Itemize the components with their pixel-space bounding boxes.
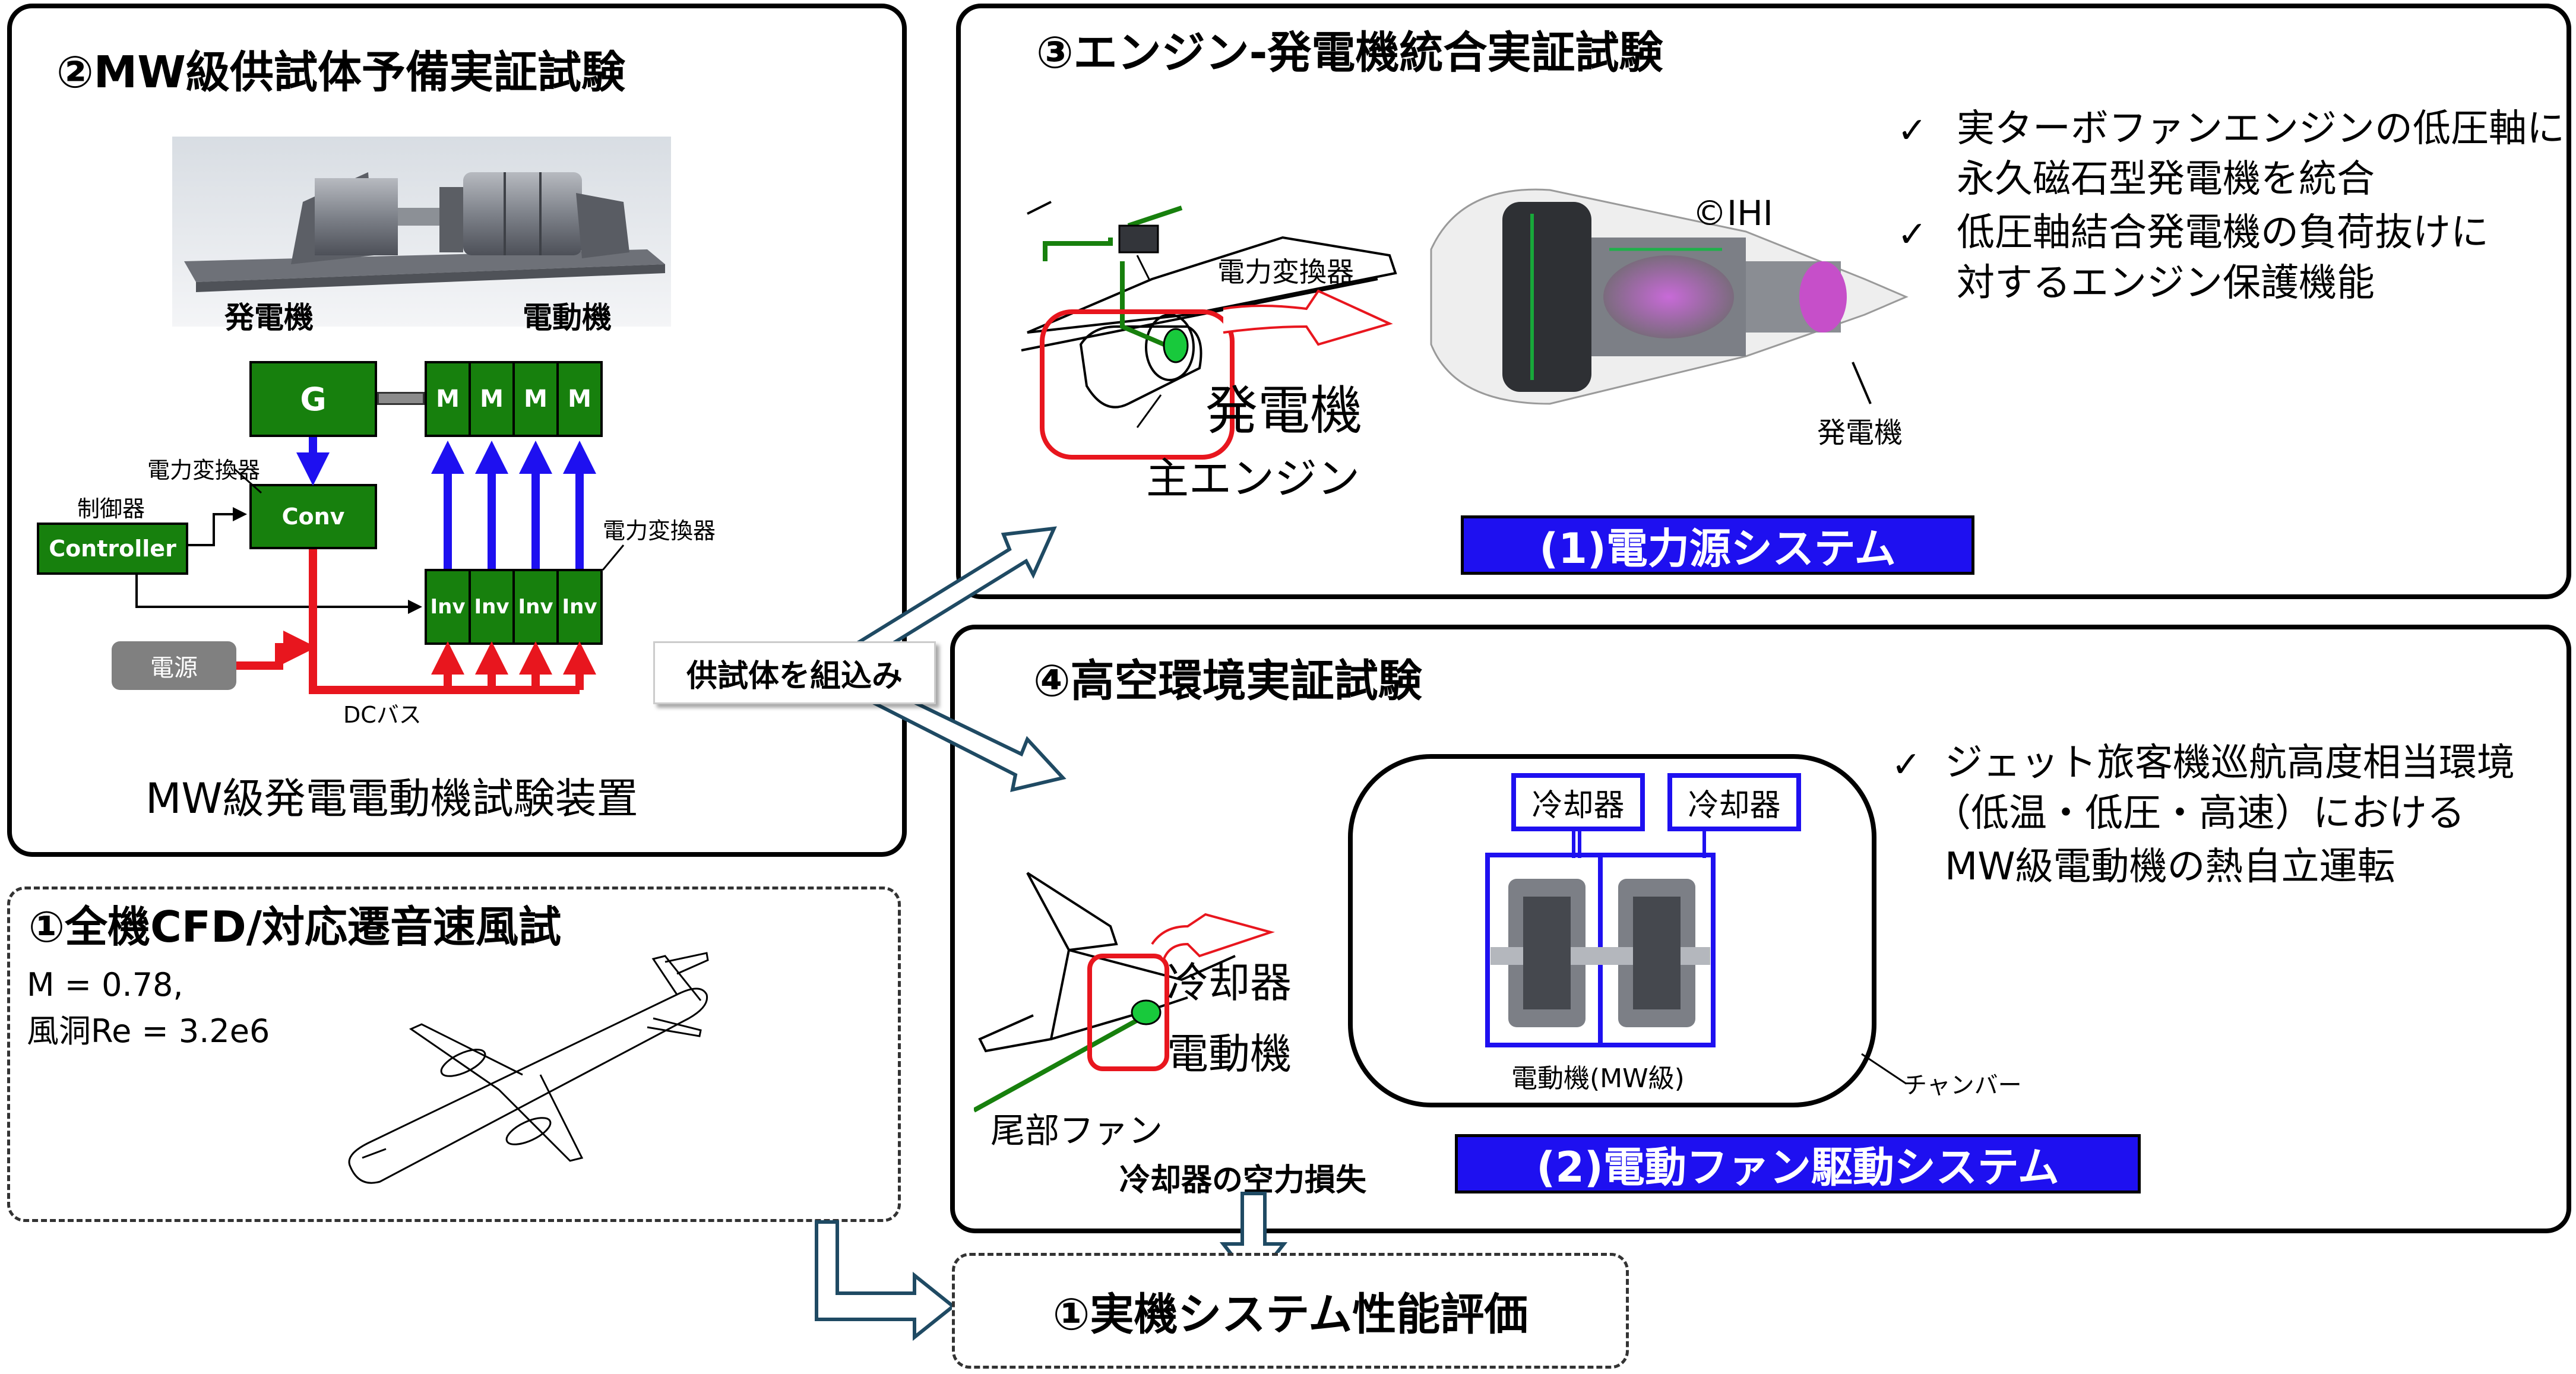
- panel3-title: ③エンジン-発電機統合実証試験: [1036, 27, 1663, 78]
- power-source-system-text: (1)電力源システム: [1539, 524, 1896, 573]
- cooler-label: 冷却器: [1167, 958, 1292, 1007]
- controller-to-conv-arrow: [188, 507, 247, 546]
- shaft: [377, 392, 425, 405]
- motor-block-3: M: [512, 361, 559, 437]
- chamber-leader-line: [1861, 1053, 1907, 1085]
- panel4-bullet-1: ジェット旅客機巡航高度相当環境: [1945, 741, 2515, 785]
- fan-drive-system-text: (2)電動ファン駆動システム: [1536, 1142, 2059, 1192]
- motor-mw-label: 電動機(MW級): [1511, 1063, 1685, 1094]
- test-rig-caption: MW級発電電動機試験装置: [145, 774, 638, 823]
- reynolds-number: 風洞Re = 3.2e6: [27, 1012, 270, 1050]
- generator-label-small: 発電機: [1817, 416, 1903, 449]
- inverter-block-label: Inv: [474, 595, 509, 619]
- inverter-block-2: Inv: [469, 569, 515, 645]
- panel-cfd-wind-tunnel: [7, 887, 901, 1222]
- panel3-bullet-1b: 永久磁石型発電機を統合: [1957, 157, 2375, 201]
- motor-block-2: M: [469, 361, 515, 437]
- converter-block-label: Conv: [281, 504, 345, 530]
- controller-to-inv-arrow: [135, 575, 422, 614]
- converter-label: 電力変換器: [1217, 256, 1354, 288]
- panel1-title: ①全機CFD/対応遷音速風試: [29, 902, 562, 952]
- power-to-bus-arrow: [236, 631, 317, 670]
- motor-block-label: M: [524, 385, 548, 413]
- final-evaluation-label: ①実機システム性能評価: [1052, 1289, 1528, 1340]
- aircraft-outline-image: [348, 952, 709, 1184]
- panel3-bullet-2b: 対するエンジン保護機能: [1957, 261, 2375, 305]
- inverter-block-label: Inv: [562, 595, 597, 619]
- panel3-bullet-check-1: ✓: [1897, 110, 1928, 151]
- panel3-bullet-check-2: ✓: [1897, 214, 1928, 255]
- wing-engine-illustration: [1021, 201, 1397, 460]
- panel4-bullet-2: （低温・低圧・高速）における: [1933, 792, 2465, 835]
- motor-block-label: M: [436, 385, 460, 413]
- generator-block-label: G: [300, 380, 327, 418]
- cooler-box-2: 冷却器: [1667, 773, 1801, 831]
- test-rig-image: [172, 137, 671, 327]
- generator-block: G: [249, 361, 377, 437]
- integrate-label: 供試体を組込み: [686, 658, 903, 694]
- turbofan-cutaway-image: [1430, 188, 1909, 405]
- copyright-ihi: ©IHI: [1692, 193, 1773, 233]
- inverter-block-4: Inv: [556, 569, 603, 645]
- generator-label-large: 発電機: [1205, 380, 1363, 441]
- panel4-bullet-check: ✓: [1891, 744, 1922, 786]
- electric-motor-label: 電動機: [1167, 1030, 1292, 1078]
- cooler-box-label: 冷却器: [1531, 787, 1625, 824]
- tail-fan-label: 尾部ファン: [990, 1110, 1163, 1151]
- generator-label: 発電機: [224, 300, 314, 335]
- motor-label: 電動機: [523, 300, 612, 335]
- motor-block-1: M: [425, 361, 471, 437]
- controller-caption: 制御器: [77, 496, 145, 522]
- fan-drive-system-label: (2)電動ファン駆動システム: [1455, 1134, 2141, 1193]
- power-source-block: 電源: [112, 641, 236, 690]
- arrow-panel1-to-final: [815, 1220, 956, 1341]
- motor-block-4: M: [556, 361, 603, 437]
- cooler-box-1: 冷却器: [1511, 773, 1645, 831]
- controller-block-label: Controller: [49, 536, 176, 562]
- power-source-system-label: (1)電力源システム: [1461, 515, 1974, 575]
- final-evaluation-box: ①実機システム性能評価: [952, 1253, 1629, 1369]
- integrate-label-box: 供試体を組込み: [653, 641, 936, 704]
- panel2-title: ②MW級供試体予備実証試験: [56, 47, 625, 98]
- motor-block-label: M: [568, 385, 591, 413]
- panel3-bullet-1a: 実ターボファンエンジンの低圧軸に: [1957, 107, 2565, 151]
- panel4-bullet-3: MW級電動機の熱自立運転: [1945, 845, 2395, 889]
- controller-block: Controller: [37, 523, 188, 575]
- cooler-box-label: 冷却器: [1688, 787, 1781, 824]
- chamber-label: チャンバー: [1903, 1072, 2022, 1099]
- inverter-block-label: Inv: [430, 595, 466, 619]
- power-source-label: 電源: [150, 654, 198, 682]
- motor-cutaway-image: [1485, 831, 1716, 1047]
- inverter-block-label: Inv: [518, 595, 553, 619]
- panel4-title: ④高空環境実証試験: [1033, 656, 1422, 707]
- converter-label-top: 電力変換器: [147, 457, 261, 483]
- mach-number: M = 0.78,: [27, 966, 183, 1003]
- dc-bus-label: DCバス: [343, 702, 422, 728]
- tail-fan-illustration: [974, 872, 1275, 1113]
- aero-loss-label: 冷却器の空力損失: [1119, 1163, 1367, 1198]
- main-engine-label: 主エンジン: [1146, 454, 1360, 504]
- panel3-bullet-2a: 低圧軸結合発電機の負荷抜けに: [1957, 211, 2489, 255]
- converter-label-right: 電力変換器: [603, 518, 716, 544]
- motor-block-label: M: [480, 385, 504, 413]
